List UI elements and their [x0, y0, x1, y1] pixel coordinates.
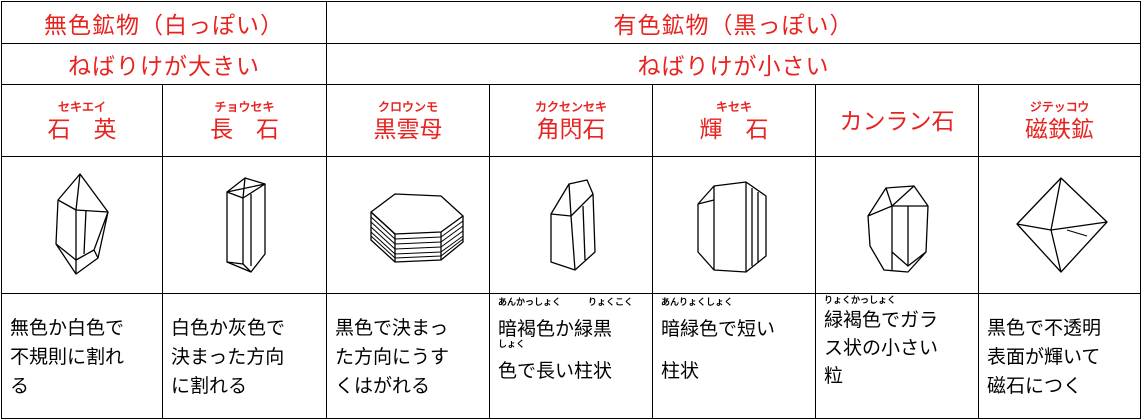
mineral-description: 無色か白色で 不規則に割れ る: [10, 317, 125, 397]
mineral-image-cell: [1, 156, 163, 294]
mineral-description-cell: 白色か灰色で 決まった方向 に割れる: [162, 293, 327, 419]
mineral-description: 暗緑色で短い 柱状: [661, 318, 776, 382]
magnetite-crystal-icon: [1015, 177, 1108, 273]
mineral-description-cell: 黒色で不透明 表面が輝いて 磁石につく: [977, 293, 1142, 419]
mineral-description: 白色か灰色で 決まった方向 に割れる: [171, 317, 286, 397]
mineral-image-cell: [162, 156, 327, 294]
mineral-description-cell: りょくかっしょく 緑褐色でガラ ス状の小さい 粒: [815, 293, 979, 419]
mineral-name-cell: セキエイ 石 英: [1, 84, 163, 157]
ruby-reading: りょくこく: [588, 298, 634, 308]
ruby-reading: あんかっしょく: [498, 298, 562, 308]
mineral-image-cell: [489, 156, 653, 294]
mineral-description: 黒色で不透明 表面が輝いて 磁石につく: [987, 317, 1102, 397]
feldspar-crystal-icon: [225, 177, 266, 273]
mineral-image-cell: [977, 156, 1142, 294]
mineral-image-cell: [326, 156, 490, 294]
colored-viscosity-label: ねばりけが小さい: [325, 43, 1142, 85]
ruby-reading: あんりょくしょく: [661, 298, 734, 308]
mineral-name: 黒雲母: [373, 116, 443, 143]
mineral-name-cell: キセキ 輝 石: [652, 84, 816, 157]
mineral-reading: チョウセキ: [214, 99, 275, 114]
mineral-name: カンラン石: [839, 108, 955, 135]
hornblende-crystal-icon: [550, 179, 596, 271]
mineral-name: 角閃石: [536, 116, 606, 143]
colorless-viscosity-label: ねばりけが大きい: [1, 43, 327, 85]
ruby-reading: しょく: [498, 340, 526, 350]
mineral-description: 緑褐色でガラ ス状の小さい 粒: [824, 309, 939, 387]
mineral-reading: キセキ: [715, 99, 752, 114]
mineral-description-cell: 黒色で決まっ た方向にうす くはがれる: [326, 293, 490, 419]
mineral-name: 長 石: [210, 116, 279, 143]
mineral-reading: クロウンモ: [377, 99, 438, 114]
mineral-image-cell: [652, 156, 816, 294]
mineral-name: 輝 石: [699, 116, 769, 143]
mineral-name-cell: チョウセキ 長 石: [162, 84, 327, 157]
mineral-reading: セキエイ: [57, 99, 106, 114]
mineral-name-cell: カクセンセキ 角閃石: [489, 84, 653, 157]
mineral-reading: ジテッコウ: [1029, 99, 1090, 114]
pyroxene-crystal-icon: [697, 181, 767, 273]
mineral-description-cell: 無色か白色で 不規則に割れ る: [1, 293, 163, 419]
mineral-name-cell: クロウンモ 黒雲母: [326, 84, 490, 157]
mineral-description: 黒色で決まっ た方向にうす くはがれる: [335, 317, 450, 397]
colorless-minerals-header: 無色鉱物（白っぽい）: [1, 1, 327, 44]
mineral-description-cell: あんかっしょく りょくこく しょく 暗褐色か緑黒 色で長い柱状: [489, 293, 653, 419]
mineral-name-cell: カンラン石: [815, 84, 979, 157]
ruby-reading: りょくかっしょく: [824, 296, 897, 306]
olivine-crystal-icon: [867, 185, 929, 273]
biotite-crystal-icon: [370, 193, 464, 263]
colored-minerals-header: 有色鉱物（黒っぽい）: [325, 1, 1142, 44]
quartz-crystal-icon: [55, 173, 109, 275]
mineral-name-cell: ジテッコウ 磁鉄鉱: [977, 84, 1142, 157]
mineral-name: 石 英: [47, 116, 117, 143]
mineral-reading: カクセンセキ: [534, 99, 607, 114]
mineral-description-cell: あんりょくしょく 暗緑色で短い 柱状: [652, 293, 816, 419]
mineral-description: 暗褐色か緑黒 色で長い柱状: [498, 318, 613, 382]
mineral-name: 磁鉄鉱: [1025, 116, 1095, 143]
mineral-image-cell: [815, 156, 979, 294]
